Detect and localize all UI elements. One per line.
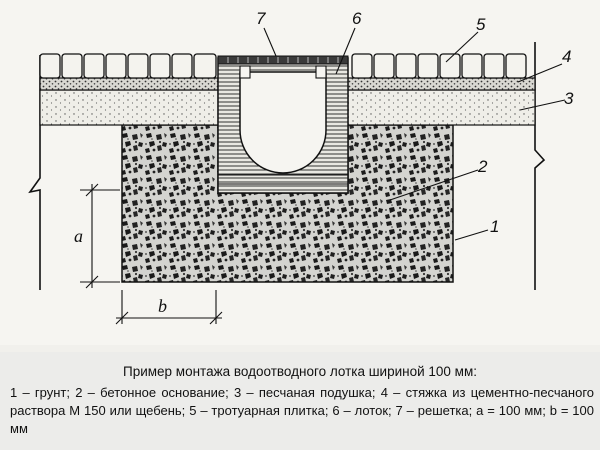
caption-title: Пример монтажа водоотводного лотка ширин… (123, 364, 477, 379)
grate-seat-right (315, 65, 327, 79)
installation-diagram: 7 6 5 4 3 2 1 a b (28, 9, 574, 325)
callout-3: 3 (564, 89, 574, 108)
callout-2: 2 (477, 157, 488, 176)
screed-layer-left (39, 77, 219, 91)
caption: Пример монтажа водоотводного лотка ширин… (0, 352, 600, 450)
grate-slots (227, 57, 339, 63)
paving-tiles-right (351, 53, 527, 79)
leader-lines (263, 27, 566, 241)
callout-7: 7 (256, 9, 266, 28)
concrete-base (121, 124, 454, 283)
callout-6: 6 (352, 9, 362, 28)
screed-layer-right (347, 77, 536, 91)
drainage-channel (217, 57, 349, 194)
dimension-a (80, 183, 120, 289)
sand-cushion-left (39, 89, 219, 126)
callout-5: 5 (476, 15, 486, 34)
sand-cushion-right (347, 89, 536, 126)
callout-1: 1 (490, 217, 499, 236)
dimension-b-label: b (158, 296, 167, 316)
grate-seat-left (239, 65, 251, 79)
paving-tiles-left (39, 53, 217, 79)
dimension-a-label: a (74, 226, 83, 246)
channel-wall-hatching (218, 174, 348, 185)
dimension-b (115, 290, 223, 325)
caption-legend: 1 – грунт; 2 – бетонное основание; 3 – п… (10, 385, 594, 436)
callout-4: 4 (562, 47, 571, 66)
grate (217, 55, 349, 65)
